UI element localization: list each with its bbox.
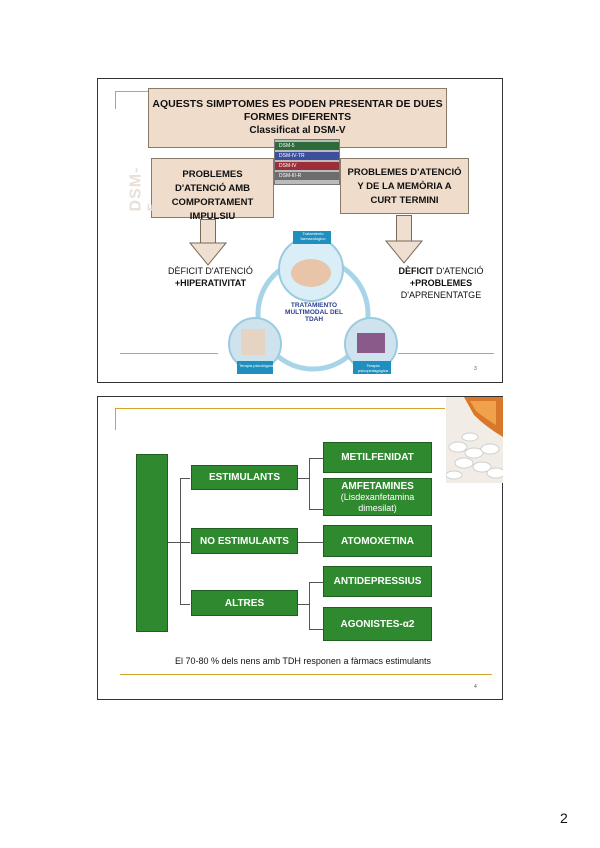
- slide-4: ESTIMULANTS NO ESTIMULANTS ALTRES METILF…: [97, 396, 503, 700]
- antidepressius-box: ANTIDEPRESSIUS: [323, 566, 432, 597]
- left-result-line1: DÈFICIT D'ATENCIÓ: [168, 266, 253, 276]
- connector: [168, 542, 180, 543]
- book-spine: DSM-III-R: [275, 172, 339, 180]
- slide-3: AQUESTS SIMPTOMES ES PODEN PRESENTAR DE …: [97, 78, 503, 383]
- title-text: AQUESTS SIMPTOMES ES PODEN PRESENTAR DE …: [152, 98, 443, 123]
- gold-rule-left: [115, 408, 116, 430]
- right-category-text: PROBLEMES D'ATENCIÓ Y DE LA MEMÒRIA A CU…: [347, 167, 462, 206]
- left-arrow-shaft: [200, 219, 216, 244]
- dsm-books-image: DSM-5 DSM-IV-TR DSM-IV DSM-III-R: [274, 139, 340, 185]
- cycle-title: TRATAMIENTO MULTIMODAL DEL TDAH: [285, 302, 343, 323]
- gold-rule-top: [115, 91, 150, 92]
- right-category-box: PROBLEMES D'ATENCIÓ Y DE LA MEMÒRIA A CU…: [340, 158, 469, 214]
- amfetamines-sub: (Lisdexanfetamina dimesilat): [340, 491, 415, 513]
- right-arrow-icon: [385, 240, 423, 264]
- amfetamines-label: AMFETAMINES: [341, 480, 414, 492]
- connector: [180, 542, 190, 543]
- gold-rule-bottom: [120, 674, 492, 675]
- left-result-line2: +HIPERATIVITAT: [174, 278, 247, 288]
- connector: [309, 509, 323, 510]
- agonistes-box: AGONISTES-α2: [323, 607, 432, 641]
- metilfenidat-box: METILFENIDAT: [323, 442, 432, 473]
- right-result: DÈFICIT D'ATENCIÓ +PROBLEMES D'APRENENTA…: [381, 265, 501, 301]
- gold-rule-left: [115, 91, 116, 109]
- book-spine: DSM-IV-TR: [275, 152, 339, 160]
- root-box: [136, 454, 168, 632]
- right-result-bold: DÈFICIT: [398, 266, 434, 276]
- connector: [298, 604, 309, 605]
- gold-rule-bottom-left: [120, 353, 218, 354]
- left-arrow-icon: [189, 242, 227, 266]
- right-result-rest: D'ATENCIÓ: [433, 266, 484, 276]
- connector: [298, 478, 309, 479]
- right-result-line2: +PROBLEMES: [409, 278, 473, 288]
- pills-image: [446, 397, 503, 483]
- treatment-cycle-graphic: [228, 231, 398, 374]
- gold-rule-bottom-right: [398, 353, 494, 354]
- amfetamines-box: AMFETAMINES (Lisdexanfetamina dimesilat): [323, 478, 432, 516]
- cycle-left-label: Terapia psicológica: [238, 363, 274, 368]
- connector: [309, 582, 310, 629]
- footer-text: El 70-80 % dels nens amb TDH responen a …: [175, 656, 431, 666]
- connector: [298, 542, 323, 543]
- cycle-top-label: Tratamiento farmacológico: [300, 231, 326, 241]
- connector: [309, 458, 323, 459]
- vertical-label: DSM-5: [127, 159, 163, 219]
- left-category-box: PROBLEMES D'ATENCIÓ AMB COMPORTAMENT IMP…: [151, 158, 274, 222]
- slide-number: 3: [474, 366, 477, 372]
- connector: [180, 604, 190, 605]
- left-category-text: PROBLEMES D'ATENCIÓ AMB COMPORTAMENT IMP…: [171, 169, 254, 222]
- book-spine: DSM-IV: [275, 162, 339, 170]
- no-estimulants-box: NO ESTIMULANTS: [191, 528, 298, 554]
- page-number: 2: [560, 810, 568, 826]
- book-spine: DSM-5: [275, 142, 339, 150]
- altres-box: ALTRES: [191, 590, 298, 616]
- right-result-line3: D'APRENENTATGE: [400, 290, 482, 300]
- gold-rule-top: [115, 408, 445, 409]
- connector: [180, 478, 190, 479]
- cycle-right-label: Terapia psicopedagógica: [357, 363, 389, 373]
- connector: [180, 478, 181, 605]
- title-box: AQUESTS SIMPTOMES ES PODEN PRESENTAR DE …: [148, 88, 447, 148]
- connector: [309, 629, 323, 630]
- connector: [309, 458, 310, 509]
- title-subtitle: Classificat al DSM-V: [249, 125, 346, 136]
- atomoxetina-box: ATOMOXETINA: [323, 525, 432, 557]
- left-result: DÈFICIT D'ATENCIÓ +HIPERATIVITAT: [148, 265, 273, 289]
- vertical-label-text: DSM-5: [127, 166, 163, 212]
- slide-number: 4: [474, 684, 477, 690]
- connector: [309, 582, 323, 583]
- estimulants-box: ESTIMULANTS: [191, 465, 298, 490]
